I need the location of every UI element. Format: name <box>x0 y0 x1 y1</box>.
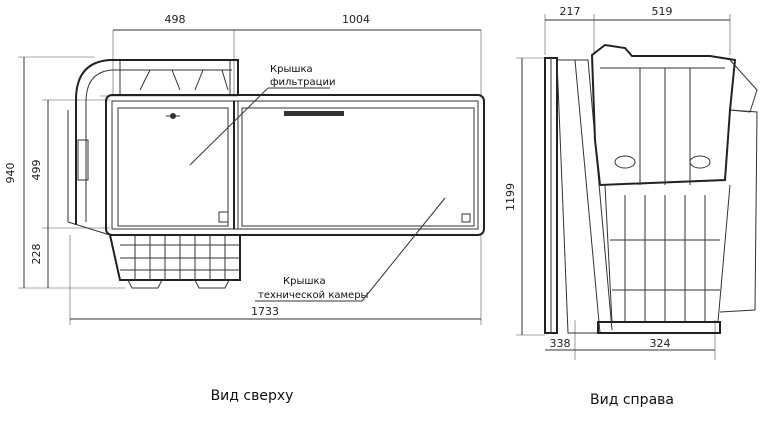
tech-lid-label-line1: Крышка <box>283 276 326 287</box>
dim-1199: 1199 <box>504 183 517 211</box>
dim-top-left: 498 <box>112 13 235 95</box>
side-view: 217 519 1199 338 324 <box>504 5 758 408</box>
tech-lid-label: Крышка технической камеры <box>255 197 446 302</box>
dim-top-right: 1004 <box>234 13 482 95</box>
dim-side-height: 1199 <box>504 57 545 336</box>
filter-lid <box>117 107 229 227</box>
filter-lid-label-line2: фильтрации <box>270 77 335 88</box>
dim-left-bottom: 228 <box>30 228 49 288</box>
inlet-housing <box>67 59 239 236</box>
dim-338: 338 <box>550 337 571 350</box>
dim-side-top-left: 217 <box>544 5 595 55</box>
dim-left-mid: 499 <box>30 99 110 229</box>
dim-217: 217 <box>560 5 581 18</box>
dim-side-bottom: 338 324 <box>545 320 716 360</box>
top-view-caption: Вид сверху <box>211 388 294 404</box>
side-view-body <box>544 43 758 334</box>
dim-228: 228 <box>30 244 43 265</box>
dim-1004: 1004 <box>342 13 370 26</box>
dim-1733: 1733 <box>251 305 279 318</box>
tech-lid-label-line2: технической камеры <box>258 290 368 301</box>
filter-lid-label-line1: Крышка <box>270 64 313 75</box>
side-view-caption: Вид справа <box>590 392 674 408</box>
technical-chamber-lid <box>241 107 475 227</box>
dim-side-top-right: 519 <box>594 5 731 55</box>
dim-499: 499 <box>30 160 43 181</box>
filter-lid-label: Крышка фильтрации <box>189 64 335 166</box>
dim-940: 940 <box>4 163 17 184</box>
tech-lid-handle <box>284 111 344 116</box>
dim-left-total: 940 <box>4 56 125 289</box>
top-view: 498 1004 940 499 228 <box>4 13 485 404</box>
dim-bottom-total: 1733 <box>69 235 482 325</box>
pump-block <box>108 234 241 289</box>
top-view-body <box>105 94 485 236</box>
dim-498: 498 <box>165 13 186 26</box>
dim-519: 519 <box>652 5 673 18</box>
dim-324: 324 <box>650 337 671 350</box>
